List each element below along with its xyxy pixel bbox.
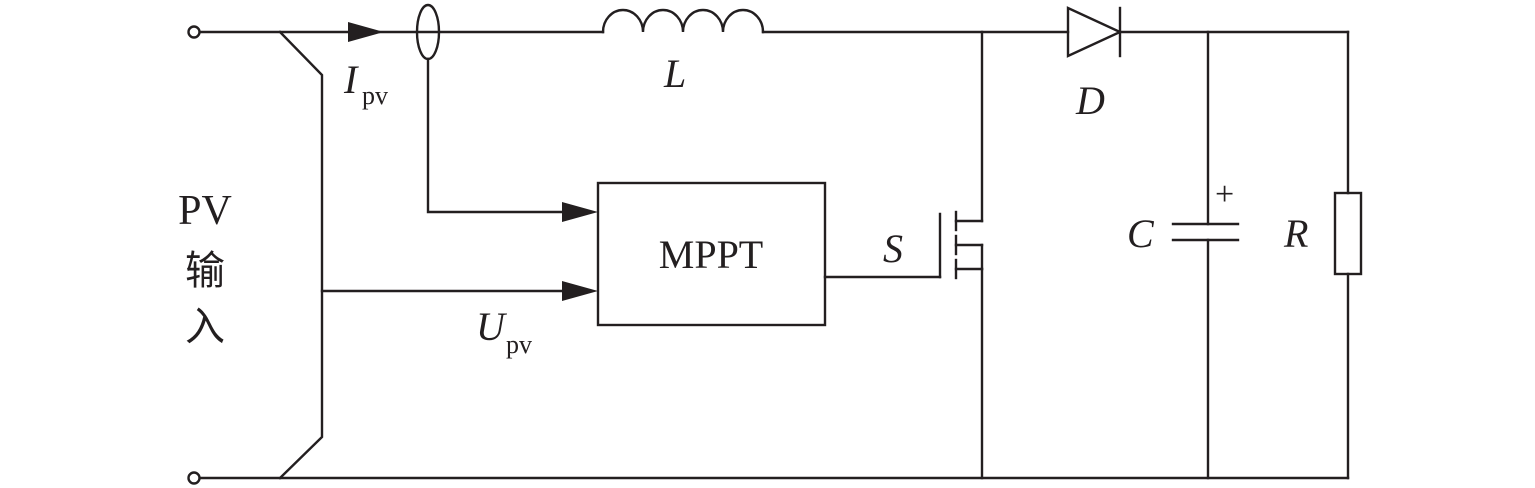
mppt-controller-box [596, 181, 827, 327]
switch-label: S [883, 226, 903, 271]
voltage-label: U [476, 304, 508, 349]
pv-input-brace [278, 30, 324, 480]
pv-input-label-line3: 入 [185, 304, 225, 350]
mosfet-switch [938, 210, 984, 280]
capacitor-label: C [1127, 211, 1155, 256]
current-label-subscript: pv [362, 81, 388, 110]
input-terminal-top [187, 25, 201, 39]
inductor-label: L [663, 51, 686, 96]
input-terminal-bottom [187, 471, 201, 485]
inductor-coil [601, 8, 765, 34]
current-arrow [348, 22, 384, 42]
diode-label: D [1075, 78, 1105, 123]
capacitor-polarity-label: + [1215, 176, 1234, 213]
current-sense-arrow [562, 202, 598, 222]
current-sense-wire [426, 57, 568, 214]
resistor-label: R [1283, 211, 1308, 256]
diode-symbol [1066, 6, 1123, 58]
voltage-label-subscript: pv [506, 330, 532, 359]
current-label: I [343, 57, 359, 102]
resistor-body [1333, 191, 1363, 276]
pv-input-label-line1: PV [178, 188, 232, 234]
pv-input-label-line2: 输 [185, 248, 225, 294]
voltage-sense-arrow [562, 281, 598, 301]
mppt-label: MPPT [659, 232, 764, 277]
